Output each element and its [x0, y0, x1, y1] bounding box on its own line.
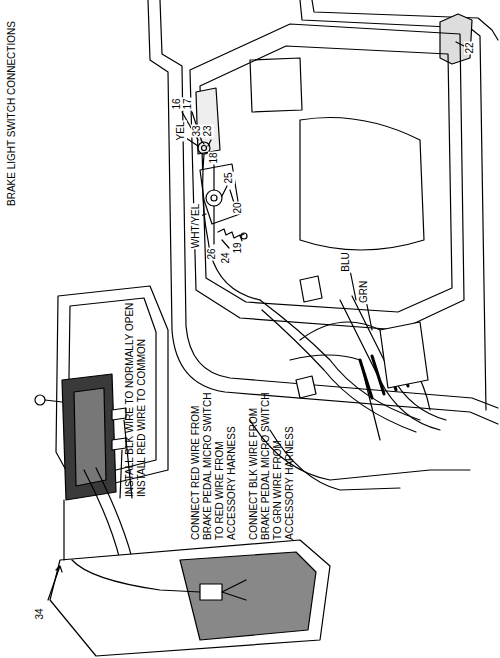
- dash-panel: [190, 24, 464, 330]
- brake-pedal: [180, 552, 316, 640]
- wire-harness: [300, 322, 430, 410]
- callout-number: 25: [223, 171, 235, 184]
- switch-body: [206, 190, 222, 206]
- leader-line: [222, 580, 246, 600]
- callout-number: 22: [464, 41, 476, 54]
- mounting-screw: [35, 395, 45, 405]
- mounting-screw: [45, 400, 62, 402]
- wire-harness: [352, 296, 446, 420]
- panel-opening: [300, 118, 424, 251]
- body-frame: [440, 14, 472, 64]
- wire-connector: [200, 584, 222, 600]
- callout-number: 17: [182, 97, 194, 110]
- inset-title: BRAKE LIGHT SWITCH CONNECTIONS: [6, 21, 18, 206]
- callout-number: 19: [232, 241, 244, 254]
- callout-number: 23: [202, 124, 214, 137]
- callout-number: 26: [206, 247, 218, 260]
- switch-terminal: [112, 408, 126, 450]
- switch-wire: [203, 154, 260, 300]
- leader-line: [182, 42, 464, 330]
- callout-number: 34: [34, 607, 46, 620]
- wiring-note: CONNECT BLK WIRE FROM BRAKE PEDAL MICRO …: [248, 380, 296, 540]
- dash-panel: [200, 46, 452, 312]
- wiring-note: INSTALL RED WIRE TO COMMON: [136, 339, 148, 497]
- wire-color: YEL: [175, 121, 187, 142]
- body-frame: [300, 0, 486, 410]
- body-frame: [160, 0, 498, 408]
- wiring-note: CONNECT RED WIRE FROM BRAKE PEDAL MICRO …: [190, 380, 238, 540]
- wire-color: BLU: [340, 251, 352, 272]
- plunger-spring: [218, 229, 242, 241]
- wiring-note: INSTALL BLK WIRE TO NORMALLY OPEN: [124, 303, 136, 497]
- callout-number: 18: [208, 151, 220, 164]
- panel-slot: [196, 88, 220, 154]
- leader-arrow: [48, 566, 62, 600]
- micro-switch: [74, 388, 106, 486]
- terminal-block: [380, 322, 428, 388]
- switch-body: [211, 195, 217, 201]
- brake-pedal: [50, 540, 330, 656]
- wire-color: GRN: [358, 280, 370, 304]
- wire-color: WHT/YEL: [190, 203, 202, 249]
- panel-opening: [250, 58, 302, 112]
- switch-nut: [202, 146, 207, 151]
- body-frame: [148, 0, 498, 424]
- connector: [296, 276, 322, 398]
- callout-number: 20: [232, 201, 244, 214]
- callout-number: 24: [220, 251, 232, 264]
- pedal-wire: [64, 500, 200, 592]
- switch-bracket: [200, 164, 240, 224]
- wire-harness: [340, 300, 440, 430]
